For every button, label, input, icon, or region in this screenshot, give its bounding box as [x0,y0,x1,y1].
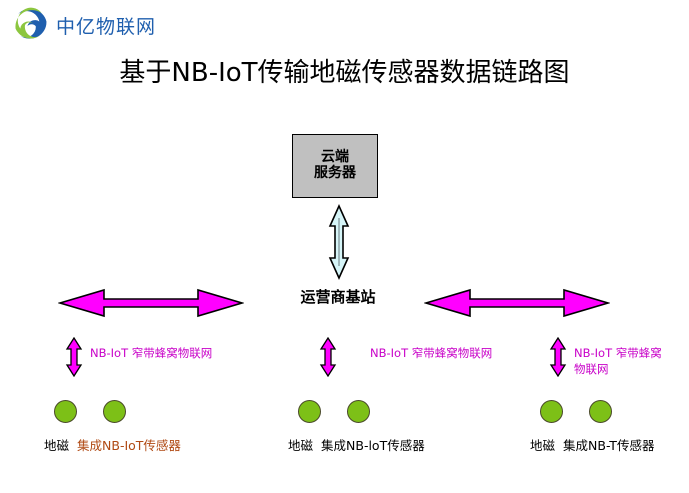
green-sensor-dot-icon [103,400,126,423]
sensor-node-group-center: 地磁 集成NB-loT传感器 [288,400,425,454]
sensor-labels: 地磁 集成NB-T传感器 [530,435,654,454]
swirl-circle-logo-icon [12,6,50,44]
page-title: 基于NB-IoT传输地磁传感器数据链路图 [119,58,570,88]
sensor-label-integrated: 集成NB-loT传感器 [321,438,425,453]
cloud-server-box: 云端 服务器 [292,134,378,198]
brand-logo: 中亿物联网 [12,6,156,44]
sensor-labels: 地磁 集成NB-IoT传感器 [44,435,181,454]
link-label-group-center: NB-IoT 窄带蜂窝物联网 [318,336,493,378]
sensor-label-geomagnetic: 地磁 [44,438,70,453]
sensor-label-integrated: 集成NB-IoT传感器 [77,438,181,453]
link-label: NB-IoT 窄带蜂窝物联网 [370,346,493,360]
link-label: NB-IoT 窄带蜂窝物联网 [574,346,662,376]
sensor-labels: 地磁 集成NB-loT传感器 [288,435,425,454]
double-headed-horizontal-arrow-icon [57,286,245,320]
sensor-node-group-left: 地磁 集成NB-IoT传感器 [44,400,181,454]
green-sensor-dot-icon [298,400,321,423]
link-label: NB-IoT 窄带蜂窝物联网 [90,346,213,360]
sensor-dots [530,400,654,423]
sensor-dots [44,400,181,423]
link-label-group-left: NB-IoT 窄带蜂窝物联网 [64,336,213,378]
green-sensor-dot-icon [347,400,370,423]
double-headed-vertical-arrow-icon [318,336,338,378]
green-sensor-dot-icon [54,400,77,423]
cloud-server-label-line1: 云端 [321,149,349,166]
sensor-label-geomagnetic: 地磁 [288,438,314,453]
brand-name: 中亿物联网 [56,15,157,38]
base-station-label: 运营商基站 [300,288,376,306]
sensor-node-group-right: 地磁 集成NB-T传感器 [530,400,654,454]
sensor-dots [288,400,425,423]
link-label-group-right: NB-IoT 窄带蜂窝物联网 [548,336,666,378]
sensor-label-geomagnetic: 地磁 [530,438,556,453]
double-headed-vertical-arrow-icon [320,204,358,280]
cloud-server-label-line2: 服务器 [314,165,356,181]
sensor-label-integrated: 集成NB-T传感器 [563,438,655,453]
double-headed-vertical-arrow-icon [64,336,84,378]
green-sensor-dot-icon [589,400,612,423]
double-headed-vertical-arrow-icon [548,336,568,378]
green-sensor-dot-icon [540,400,563,423]
double-headed-horizontal-arrow-icon [423,286,611,320]
